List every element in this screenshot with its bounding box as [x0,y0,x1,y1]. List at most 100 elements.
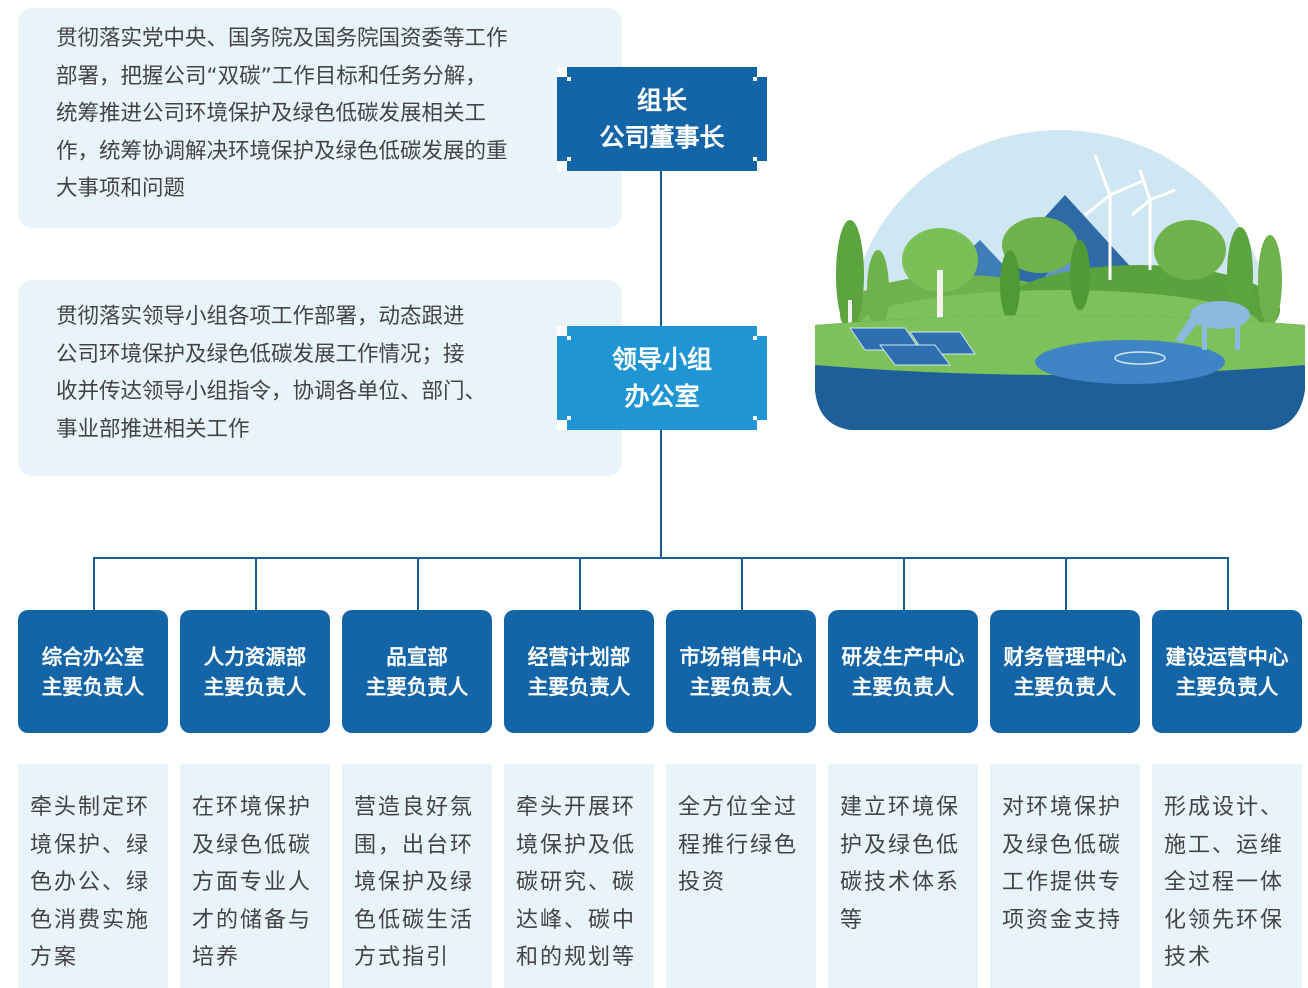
duty-line: 方案 [30,945,79,970]
duty-line: 及绿色低碳 [1002,832,1123,858]
duty-line: 护及绿色低 [840,832,961,858]
dept-box-planning: 经营计划部 主要负责人 [504,610,654,733]
duty-line: 和的规划等 [516,945,637,970]
connector-branch [1227,557,1229,610]
dept-role: 主要负责人 [203,674,307,699]
dept-role: 主要负责人 [1013,674,1117,699]
duty-line: 项资金支持 [1002,907,1123,933]
dept-role: 主要负责人 [689,674,793,699]
dept-box-sales: 市场销售中心 主要负责人 [666,610,816,733]
description-line: 部署，把握公司“双碳”工作目标和任务分解， [56,63,487,89]
duty-box-planning: 牵头开展环 境保护及低 碳研究、碳 达峰、碳中 和的规划等 [504,764,654,988]
dept-name: 人力资源部 [203,644,307,669]
duty-line: 牵头制定环 [30,795,151,820]
connector-branch [417,557,419,610]
connector-branch [903,557,905,610]
duty-line: 培养 [192,945,241,970]
duty-line: 碳研究、碳 [516,870,637,895]
office-description: 贯彻落实领导小组各项工作部署，动态跟进 公司环境保护及绿色低碳发展工作情况；接 … [18,280,622,476]
duty-line: 才的储备与 [192,907,313,933]
duty-line: 等 [840,907,865,933]
wind-turbine-icon [1084,154,1176,280]
connector-branch [93,557,95,610]
duty-line: 在环境保护 [192,795,313,820]
duty-line: 化领先环保 [1164,907,1285,933]
leader-description: 贯彻落实党中央、国务院及国务院国资委等工作 部署，把握公司“双碳”工作目标和任务… [18,8,622,228]
duty-line: 色低碳生活 [354,907,475,933]
duty-line: 程推行绿色 [678,832,799,858]
dept-role: 主要负责人 [1175,674,1279,699]
connector-branch [1065,557,1067,610]
duty-line: 建立环境保 [840,795,961,820]
dept-name: 市场销售中心 [679,644,803,669]
duty-line: 投资 [678,870,727,895]
duty-line: 色办公、绿 [30,870,151,895]
dept-box-rnd: 研发生产中心 主要负责人 [828,610,978,733]
dept-role: 主要负责人 [41,674,145,699]
leader-position: 公司董事长 [599,123,725,152]
solar-panel-icon [849,327,976,366]
duty-box-rnd: 建立环境保 护及绿色低 碳技术体系 等 [828,764,978,988]
duty-line: 方式指引 [354,945,451,970]
duty-line: 形成设计、 [1164,795,1285,820]
dept-box-finance: 财务管理中心 主要负责人 [990,610,1140,733]
duty-line: 色消费实施 [30,907,151,933]
dept-role: 主要负责人 [365,674,469,699]
duty-line: 技术 [1164,945,1213,970]
tree-icon [836,217,1282,340]
connector-branch [741,557,743,610]
dept-name: 经营计划部 [527,644,631,669]
duty-box-finance: 对环境保护 及绿色低碳 工作提供专 项资金支持 [990,764,1140,988]
description-line: 贯彻落实领导小组各项工作部署，动态跟进 [56,304,465,329]
dept-box-general-office: 综合办公室 主要负责人 [18,610,168,733]
leader-box: 组长 公司董事长 [557,67,767,171]
description-line: 大事项和问题 [56,176,186,201]
duty-line: 营造良好氛 [354,795,475,820]
duty-line: 境保护及低 [516,832,637,858]
description-line: 作，统筹协调解决环境保护及绿色低碳发展的重 [56,138,508,164]
pond [1035,340,1225,384]
dept-name: 品宣部 [386,644,448,669]
duty-line: 全方位全过 [678,795,799,820]
duty-line: 全过程一体 [1164,870,1285,895]
office-title: 领导小组 [611,345,712,374]
duty-line: 境保护及绿 [354,870,475,895]
duty-line: 达峰、碳中 [516,907,637,933]
dept-name: 综合办公室 [41,644,145,669]
description-line: 事业部推进相关工作 [56,416,250,442]
dept-box-branding: 品宣部 主要负责人 [342,610,492,733]
dept-box-hr: 人力资源部 主要负责人 [180,610,330,733]
description-line: 公司环境保护及绿色低碳发展工作情况；接 [56,341,465,367]
duty-line: 方面专业人 [192,870,313,895]
deer-icon [1175,301,1250,350]
duty-box-construction: 形成设计、 施工、运维 全过程一体 化领先环保 技术 [1152,764,1302,988]
duty-box-sales: 全方位全过 程推行绿色 投资 [666,764,816,988]
description-line: 收并传达领导小组指令，协调各单位、部门、 [56,379,487,404]
dept-name: 财务管理中心 [1003,644,1127,669]
dept-role: 主要负责人 [851,674,955,699]
duty-line: 工作提供专 [1002,870,1123,895]
office-box: 领导小组 办公室 [557,326,767,430]
connector-branch [579,557,581,610]
duty-line: 及绿色低碳 [192,832,313,858]
duty-box-general-office: 牵头制定环 境保护、绿 色办公、绿 色消费实施 方案 [18,764,168,988]
duty-line: 碳技术体系 [840,870,961,895]
duty-line: 境保护、绿 [30,832,151,858]
duty-line: 对环境保护 [1002,795,1123,820]
duty-line: 施工、运维 [1164,832,1285,858]
duty-line: 围，出台环 [354,832,475,858]
connector-horizontal [93,557,1229,559]
duty-box-branding: 营造良好氛 围，出台环 境保护及绿 色低碳生活 方式指引 [342,764,492,988]
dept-role: 主要负责人 [527,674,631,699]
dept-name: 建设运营中心 [1165,644,1289,669]
duty-box-hr: 在环境保护 及绿色低碳 方面专业人 才的储备与 培养 [180,764,330,988]
office-subtitle: 办公室 [624,382,700,411]
duty-line: 牵头开展环 [516,795,637,820]
description-line: 贯彻落实党中央、国务院及国务院国资委等工作 [56,26,508,51]
dept-name: 研发生产中心 [841,644,965,669]
eco-landscape-illustration [815,130,1305,430]
leader-title: 组长 [636,86,687,115]
description-line: 统筹推进公司环境保护及绿色低碳发展相关工 [56,101,487,126]
dept-box-construction: 建设运营中心 主要负责人 [1152,610,1302,733]
connector-branch [255,557,257,610]
